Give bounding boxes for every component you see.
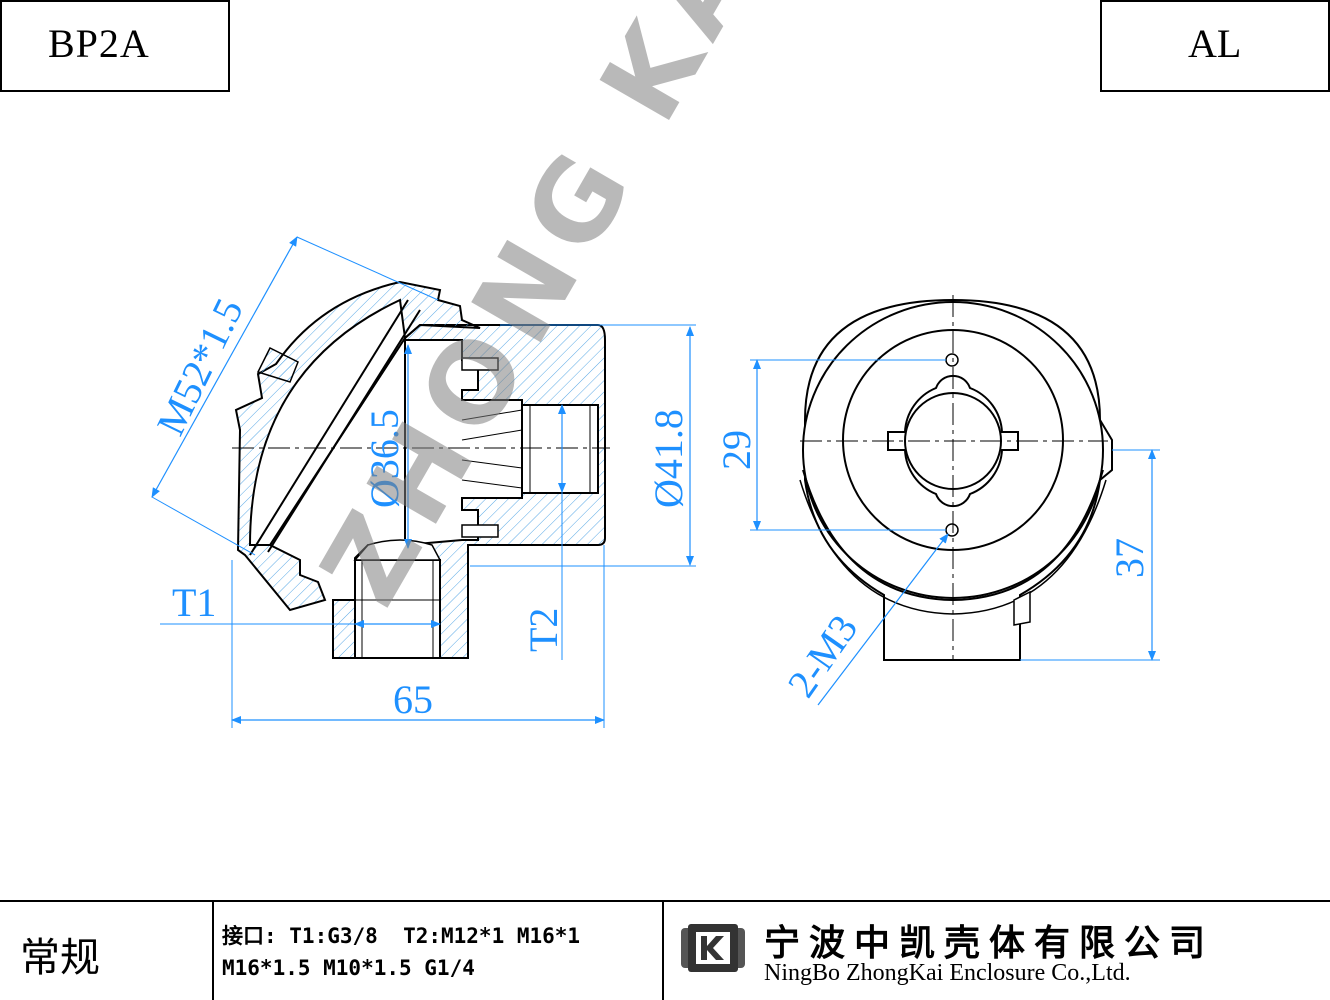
dim-29: 29	[714, 430, 759, 470]
dim-2m3: 2-M3	[779, 607, 867, 706]
dim-37: 37	[1107, 538, 1152, 578]
title-block	[0, 900, 1330, 1000]
material-label: AL	[1188, 21, 1242, 66]
dim-t2: T2	[521, 608, 566, 652]
model-cell	[0, 0, 230, 92]
interface-spec-line-1: 接口: T1:G3/8 T2:M12*1 M16*1	[222, 924, 581, 948]
t1-port	[354, 559, 441, 659]
title-divider-2	[662, 900, 664, 1000]
interface-spec-line-2: M16*1.5 M10*1.5 G1/4	[222, 956, 475, 980]
dim-t1: T1	[172, 580, 216, 625]
material-cell	[1100, 0, 1330, 92]
dim-m52: M52*1.5	[148, 291, 252, 442]
dim-d41: Ø41.8	[646, 409, 691, 508]
category-label: 常规	[20, 935, 100, 981]
dim-d36: Ø36.5	[362, 409, 407, 508]
company-logo	[681, 924, 745, 972]
company-name-en: NingBo ZhongKai Enclosure Co.,Ltd.	[764, 960, 1131, 986]
dim-65: 65	[393, 677, 433, 722]
model-label: BP2A	[48, 21, 150, 66]
t2-bore	[521, 404, 599, 494]
front-view	[799, 295, 1113, 661]
title-divider-1	[212, 900, 214, 1000]
company-name-cn: 宁波中凯壳体有限公司	[764, 923, 1215, 964]
technical-drawing: M52*1.5 Ø36.5 Ø41.8 T2 T1 65	[148, 0, 1160, 728]
